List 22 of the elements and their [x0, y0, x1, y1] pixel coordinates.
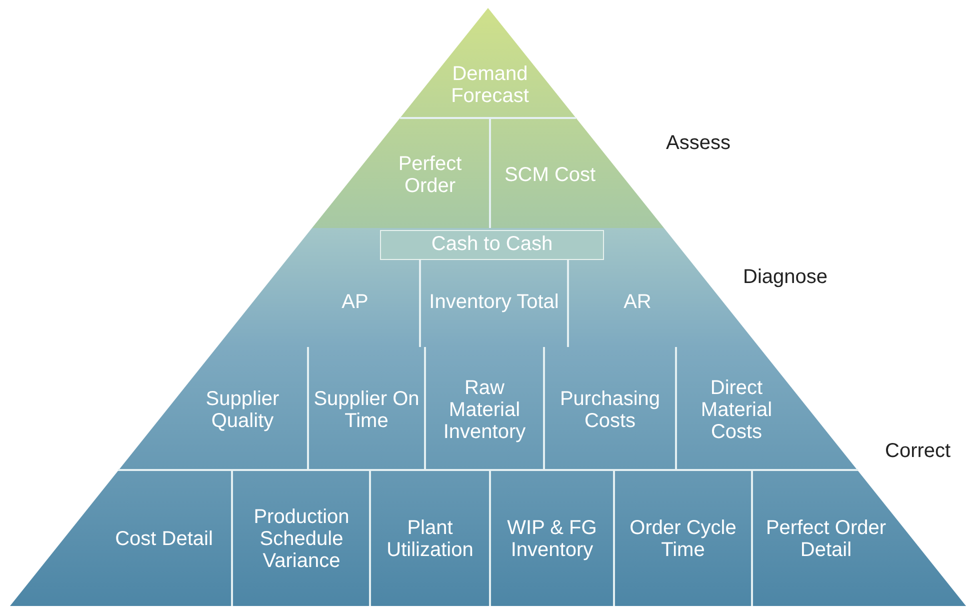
metric-name: Inventory Total: [424, 262, 564, 342]
metric-name: Production Schedule Variance: [236, 476, 367, 601]
metric-name: AR: [580, 262, 695, 342]
summary-bar: Cash to Cash: [380, 230, 604, 260]
metric-name: Supplier Quality: [180, 355, 305, 465]
pyramid-tier: [312, 8, 732, 227]
metric-name: Purchasing Costs: [547, 355, 673, 465]
metric-name: Order Cycle Time: [617, 476, 749, 601]
tier-label: Diagnose: [743, 266, 828, 289]
metric-name: Demand Forecast: [430, 55, 550, 115]
metric-name: WIP & FG Inventory: [493, 476, 611, 601]
metric-name: Supplier On Time: [311, 355, 422, 465]
metric-name: Plant Utilization: [373, 476, 487, 601]
metric-name: SCM Cost: [495, 130, 605, 220]
metric-name: Direct Material Costs: [679, 355, 794, 465]
metric-name: AP: [300, 262, 410, 342]
metric-name: Perfect Order Detail: [756, 476, 896, 601]
metric-name: Raw Material Inventory: [428, 355, 541, 465]
metric-name: Cost Detail: [100, 476, 228, 601]
metric-name: Perfect Order: [375, 130, 485, 220]
tier-label: Assess: [666, 132, 730, 155]
tier-label: Correct: [885, 440, 951, 463]
